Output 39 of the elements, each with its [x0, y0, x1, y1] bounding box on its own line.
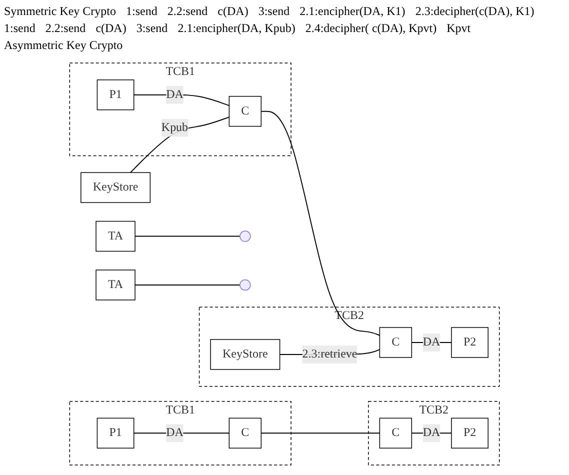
edge-label: 2.3:retrieve	[302, 348, 358, 360]
edge-label: DA	[422, 336, 440, 348]
node-box: C	[228, 96, 262, 127]
annotation-label: 2.1:encipher(DA, K1)	[300, 4, 406, 19]
connector	[133, 94, 230, 106]
annotation-label: 2.2:send	[45, 21, 86, 36]
node-box: P1	[96, 418, 134, 449]
annotation-label: 3:send	[136, 21, 168, 36]
node-box: C	[379, 418, 412, 449]
connector	[130, 116, 230, 174]
node-box: P1	[96, 79, 134, 110]
annotation-label: 2.3:decipher(c(DA), K1)	[415, 4, 534, 19]
edge-label: DA	[422, 426, 440, 440]
connector	[260, 110, 380, 336]
annotation-label: Asymmetric Key Crypto	[4, 38, 123, 53]
annotation-label: c(DA)	[96, 21, 126, 36]
node-box: KeyStore	[80, 172, 151, 203]
node-box: P2	[451, 418, 488, 449]
node-box: C	[379, 327, 412, 358]
annotation-label: 3:send	[258, 4, 290, 19]
edge-label: DA	[166, 426, 184, 440]
connector	[134, 236, 240, 237]
annotation-label: 1:send	[4, 21, 36, 36]
connector	[134, 284, 240, 286]
connector	[260, 432, 380, 434]
node-box: P2	[451, 327, 488, 358]
annotation-label: Kpvt	[446, 21, 471, 36]
annotation-label: 2.1:encipher(DA, Kpub)	[178, 21, 296, 36]
annotation-label: 2.2:send	[167, 4, 208, 19]
node-box: KeyStore	[210, 339, 280, 370]
annotation-label: 1:send	[126, 4, 158, 19]
node-box: TA	[96, 270, 136, 300]
annotation-label: c(DA)	[218, 4, 248, 19]
annotation-label: 2.4:decipher( c(DA), Kpvt)	[305, 21, 437, 36]
node-box: C	[228, 418, 262, 449]
node-box: TA	[96, 220, 136, 252]
edge-label: Kpub	[161, 121, 188, 134]
annotation-label: Symmetric Key Crypto	[4, 4, 116, 19]
edge-label: DA	[166, 88, 184, 101]
